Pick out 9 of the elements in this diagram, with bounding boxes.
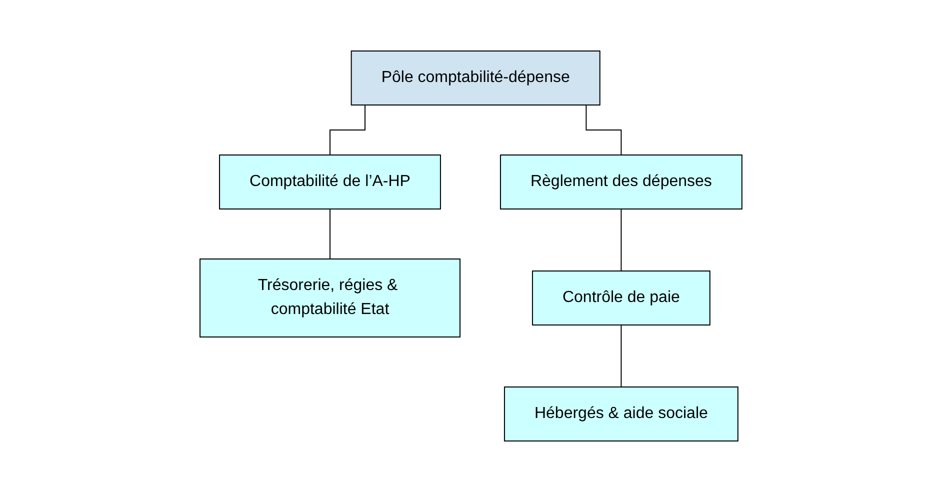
connector xyxy=(329,208,330,260)
node-box: Règlement des dépenses xyxy=(500,154,742,210)
connector xyxy=(620,208,622,272)
node-box: Hébergés & aide sociale xyxy=(504,386,738,442)
node-box: Contrôle de paie xyxy=(532,270,710,326)
node-box: Trésorerie, régies & comptabilité Etat xyxy=(199,258,460,338)
node-box: Comptabilité de l’A-HP xyxy=(218,154,440,210)
node-box: Pôle comptabilité-dépense xyxy=(350,50,600,106)
connector xyxy=(620,324,622,388)
